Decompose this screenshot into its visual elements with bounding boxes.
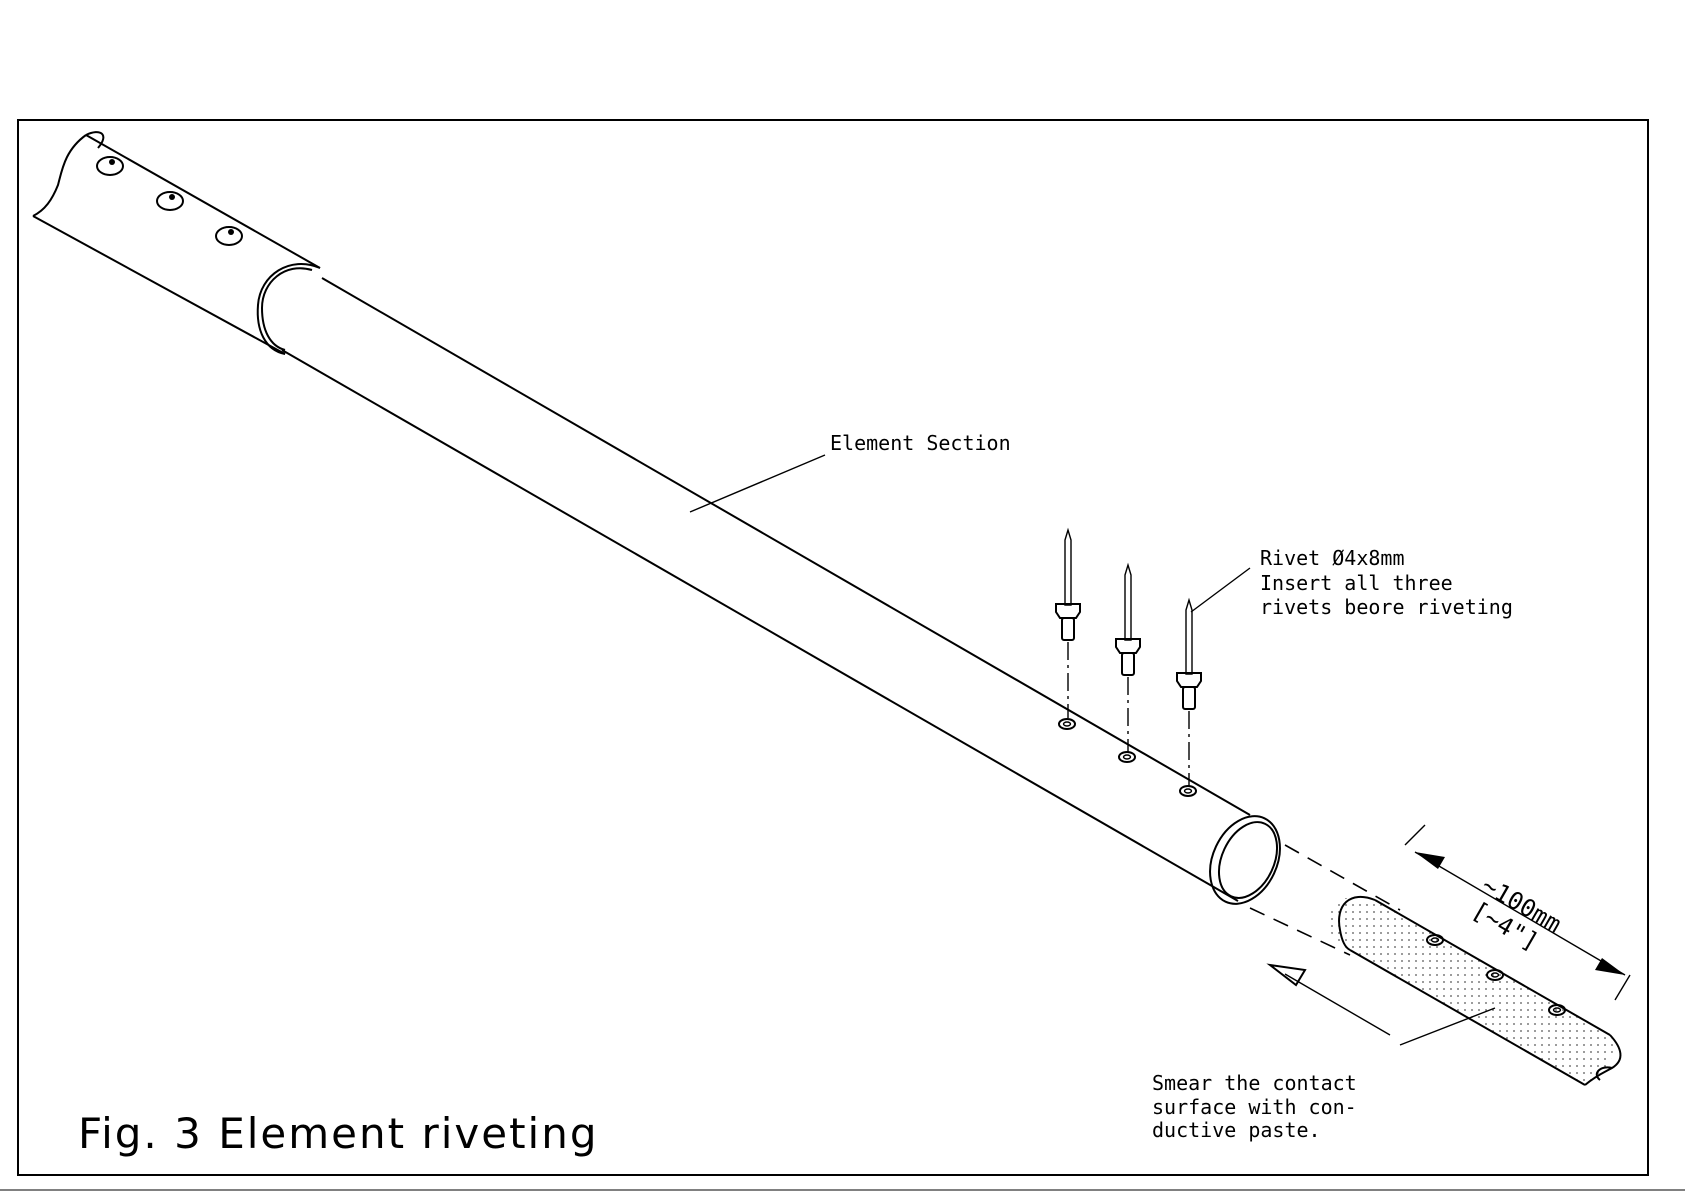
paste-note-line-3: ductive paste. <box>1152 1118 1321 1142</box>
element-section-tube <box>282 278 1293 915</box>
sleeve-piece <box>1300 880 1640 1100</box>
rivet-holes-element <box>1059 719 1196 796</box>
rivets <box>1056 530 1201 786</box>
paste-note-line-1: Smear the contact <box>1152 1071 1357 1095</box>
rivet-note-line-2: Insert all three <box>1260 571 1453 595</box>
rivet-3 <box>1177 600 1201 786</box>
rivet-1 <box>1056 530 1080 718</box>
drawing-frame <box>18 120 1648 1175</box>
outer-tube-upper <box>33 132 320 354</box>
paste-leader <box>1400 1008 1495 1045</box>
rivet-holes-upper <box>97 157 242 245</box>
insert-direction-arrow <box>1270 965 1390 1035</box>
element-section-leader <box>690 455 825 512</box>
rivet-note-line-3: rivets beore riveting <box>1260 595 1513 619</box>
paste-note: Smear the contact surface with con- duct… <box>1152 1071 1357 1142</box>
rivet-note: Rivet Ø4x8mm Insert all three rivets beo… <box>1260 546 1513 619</box>
element-section-label: Element Section <box>830 431 1011 455</box>
figure-title: Fig. 3 Element riveting <box>78 1109 599 1158</box>
rivet-leader <box>1191 568 1250 612</box>
rivet-note-line-1: Rivet Ø4x8mm <box>1260 546 1405 570</box>
paste-note-line-2: surface with con- <box>1152 1095 1357 1119</box>
rivet-2 <box>1116 565 1140 752</box>
